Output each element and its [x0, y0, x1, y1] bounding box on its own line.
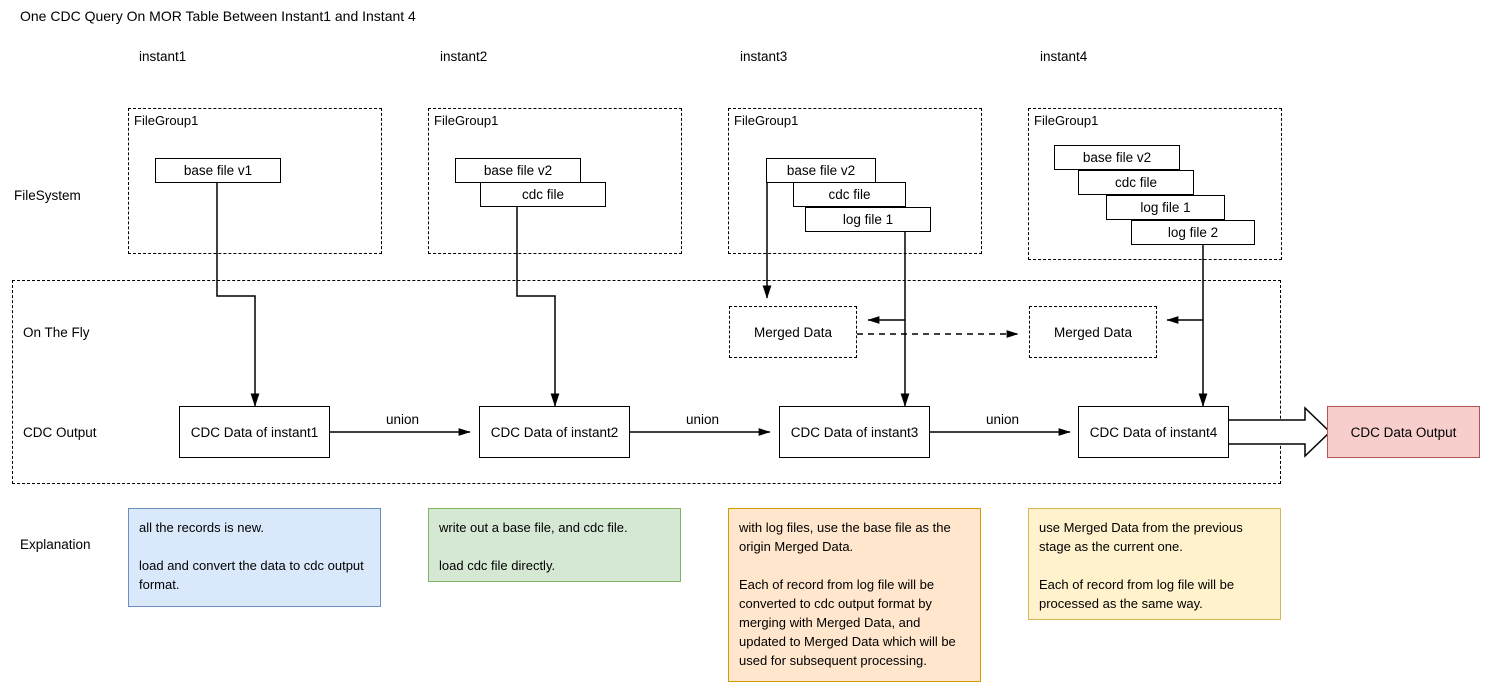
- file-base-file-v2[interactable]: base file v2: [455, 158, 581, 183]
- filegroup-label: FileGroup1: [434, 113, 499, 128]
- filegroup-label: FileGroup1: [134, 113, 199, 128]
- column-header-instant3: instant3: [740, 49, 788, 64]
- filegroup-label: FileGroup1: [1034, 113, 1099, 128]
- explanation-instant2: write out a base file, and cdc file. loa…: [428, 508, 681, 582]
- union-label-1: union: [386, 412, 420, 427]
- on-the-fly-cdc-output-container: [12, 280, 1281, 484]
- merged-data-instant3[interactable]: Merged Data: [729, 306, 857, 358]
- file-log-file-2[interactable]: log file 2: [1131, 220, 1255, 245]
- explanation-instant4: use Merged Data from the previous stage …: [1028, 508, 1281, 620]
- union-label-2: union: [686, 412, 720, 427]
- column-header-instant2: instant2: [440, 49, 488, 64]
- file-base-file-v1[interactable]: base file v1: [155, 158, 281, 183]
- column-header-instant1: instant1: [139, 49, 187, 64]
- explanation-instant1: all the records is new. load and convert…: [128, 508, 381, 607]
- file-log-file-1[interactable]: log file 1: [805, 207, 931, 232]
- filegroup-instant2: FileGroup1: [428, 108, 682, 254]
- file-base-file-v2[interactable]: base file v2: [1054, 145, 1180, 170]
- file-base-file-v2[interactable]: base file v2: [766, 158, 876, 183]
- row-label-on-the-fly: On The Fly: [23, 325, 90, 340]
- cdc-data-of-instant3[interactable]: CDC Data of instant3: [779, 406, 930, 458]
- column-header-instant4: instant4: [1040, 49, 1088, 64]
- cdc-data-output-box[interactable]: CDC Data Output: [1327, 406, 1480, 458]
- union-label-3: union: [986, 412, 1020, 427]
- filegroup-instant1: FileGroup1: [128, 108, 382, 254]
- row-label-explanation: Explanation: [20, 537, 91, 552]
- cdc-data-of-instant1[interactable]: CDC Data of instant1: [179, 406, 330, 458]
- filegroup-instant4: FileGroup1: [1028, 108, 1282, 260]
- filegroup-instant3: FileGroup1: [728, 108, 982, 254]
- row-label-filesystem: FileSystem: [14, 188, 81, 203]
- merged-data-instant4[interactable]: Merged Data: [1029, 306, 1157, 358]
- file-log-file-1[interactable]: log file 1: [1106, 195, 1225, 220]
- filegroup-label: FileGroup1: [734, 113, 799, 128]
- file-cdc-file[interactable]: cdc file: [793, 182, 906, 207]
- file-cdc-file[interactable]: cdc file: [1078, 170, 1194, 195]
- file-cdc-file[interactable]: cdc file: [480, 182, 606, 207]
- cdc-data-of-instant2[interactable]: CDC Data of instant2: [479, 406, 630, 458]
- explanation-instant3: with log files, use the base file as the…: [728, 508, 981, 682]
- page-title: One CDC Query On MOR Table Between Insta…: [20, 8, 416, 24]
- cdc-data-of-instant4[interactable]: CDC Data of instant4: [1078, 406, 1229, 458]
- row-label-cdc-output: CDC Output: [23, 425, 97, 440]
